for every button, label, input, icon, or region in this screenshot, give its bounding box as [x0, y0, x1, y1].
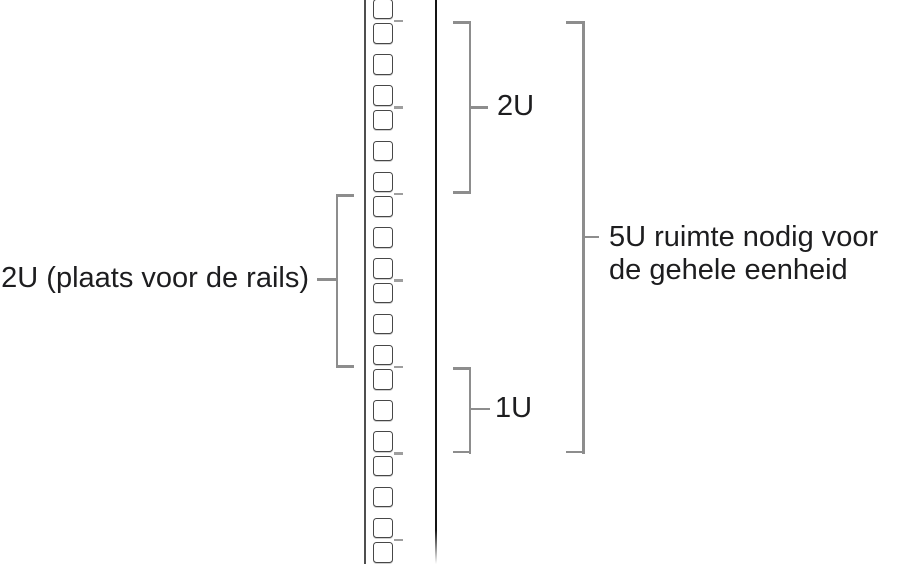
bracket-vertical-bar — [468, 21, 472, 194]
unit-boundary-tick — [394, 279, 403, 282]
rack-front-edge-line — [435, 0, 437, 564]
rack-hole — [372, 258, 394, 279]
bracket-label-tick — [317, 278, 336, 281]
unit-boundary-tick — [394, 538, 403, 542]
rack-hole — [372, 400, 394, 421]
label-total-5u: 5U ruimte nodig voor de gehele eenheid — [609, 221, 878, 287]
rack-hole — [372, 140, 394, 162]
bracket-label-tick — [471, 106, 488, 109]
bracket-top-arm — [452, 21, 472, 24]
bracket-vertical-bar — [335, 194, 339, 368]
unit-boundary-tick — [394, 365, 403, 369]
rack-hole — [372, 109, 394, 131]
rack-hole — [372, 369, 394, 390]
label-unit-2u: 2U — [497, 89, 535, 122]
rack-hole — [372, 344, 394, 366]
rack-hole — [372, 282, 394, 304]
bracket-bottom-arm — [565, 450, 585, 454]
label-rails-2u: 2U (plaats voor de rails) — [1, 262, 309, 294]
bracket-label-tick — [471, 407, 490, 411]
rack-hole — [372, 85, 394, 106]
bracket-bottom-arm — [335, 365, 354, 368]
unit-boundary-tick — [394, 19, 403, 23]
bracket-bottom-arm — [452, 191, 472, 194]
bracket-top-arm — [335, 194, 354, 197]
rack-hole — [372, 227, 394, 248]
bracket-label-tick — [584, 235, 599, 239]
unit-boundary-tick — [394, 452, 403, 455]
rack-hole — [372, 542, 394, 563]
bracket-vertical-bar — [582, 21, 585, 454]
rack-hole — [372, 0, 394, 20]
rack-hole — [372, 54, 394, 75]
label-total-5u-line2: de gehele eenheid — [609, 253, 848, 286]
rack-hole — [372, 196, 394, 217]
bracket-bottom-arm — [452, 450, 472, 454]
rack-hole — [372, 486, 394, 508]
bracket-vertical-bar — [468, 367, 472, 454]
label-unit-1u: 1U — [495, 392, 533, 424]
rack-hole — [372, 23, 394, 44]
rack-hole — [372, 431, 394, 452]
rack-hole — [372, 455, 394, 477]
bracket-top-arm — [452, 367, 472, 370]
bracket-top-arm — [565, 21, 585, 24]
rail-left-edge-line — [364, 0, 366, 564]
unit-boundary-tick — [394, 192, 403, 196]
label-total-5u-line1: 5U ruimte nodig voor — [609, 220, 879, 253]
rack-hole — [372, 517, 394, 539]
unit-boundary-tick — [394, 106, 403, 109]
rack-hole — [372, 313, 394, 335]
rack-hole — [372, 171, 394, 193]
